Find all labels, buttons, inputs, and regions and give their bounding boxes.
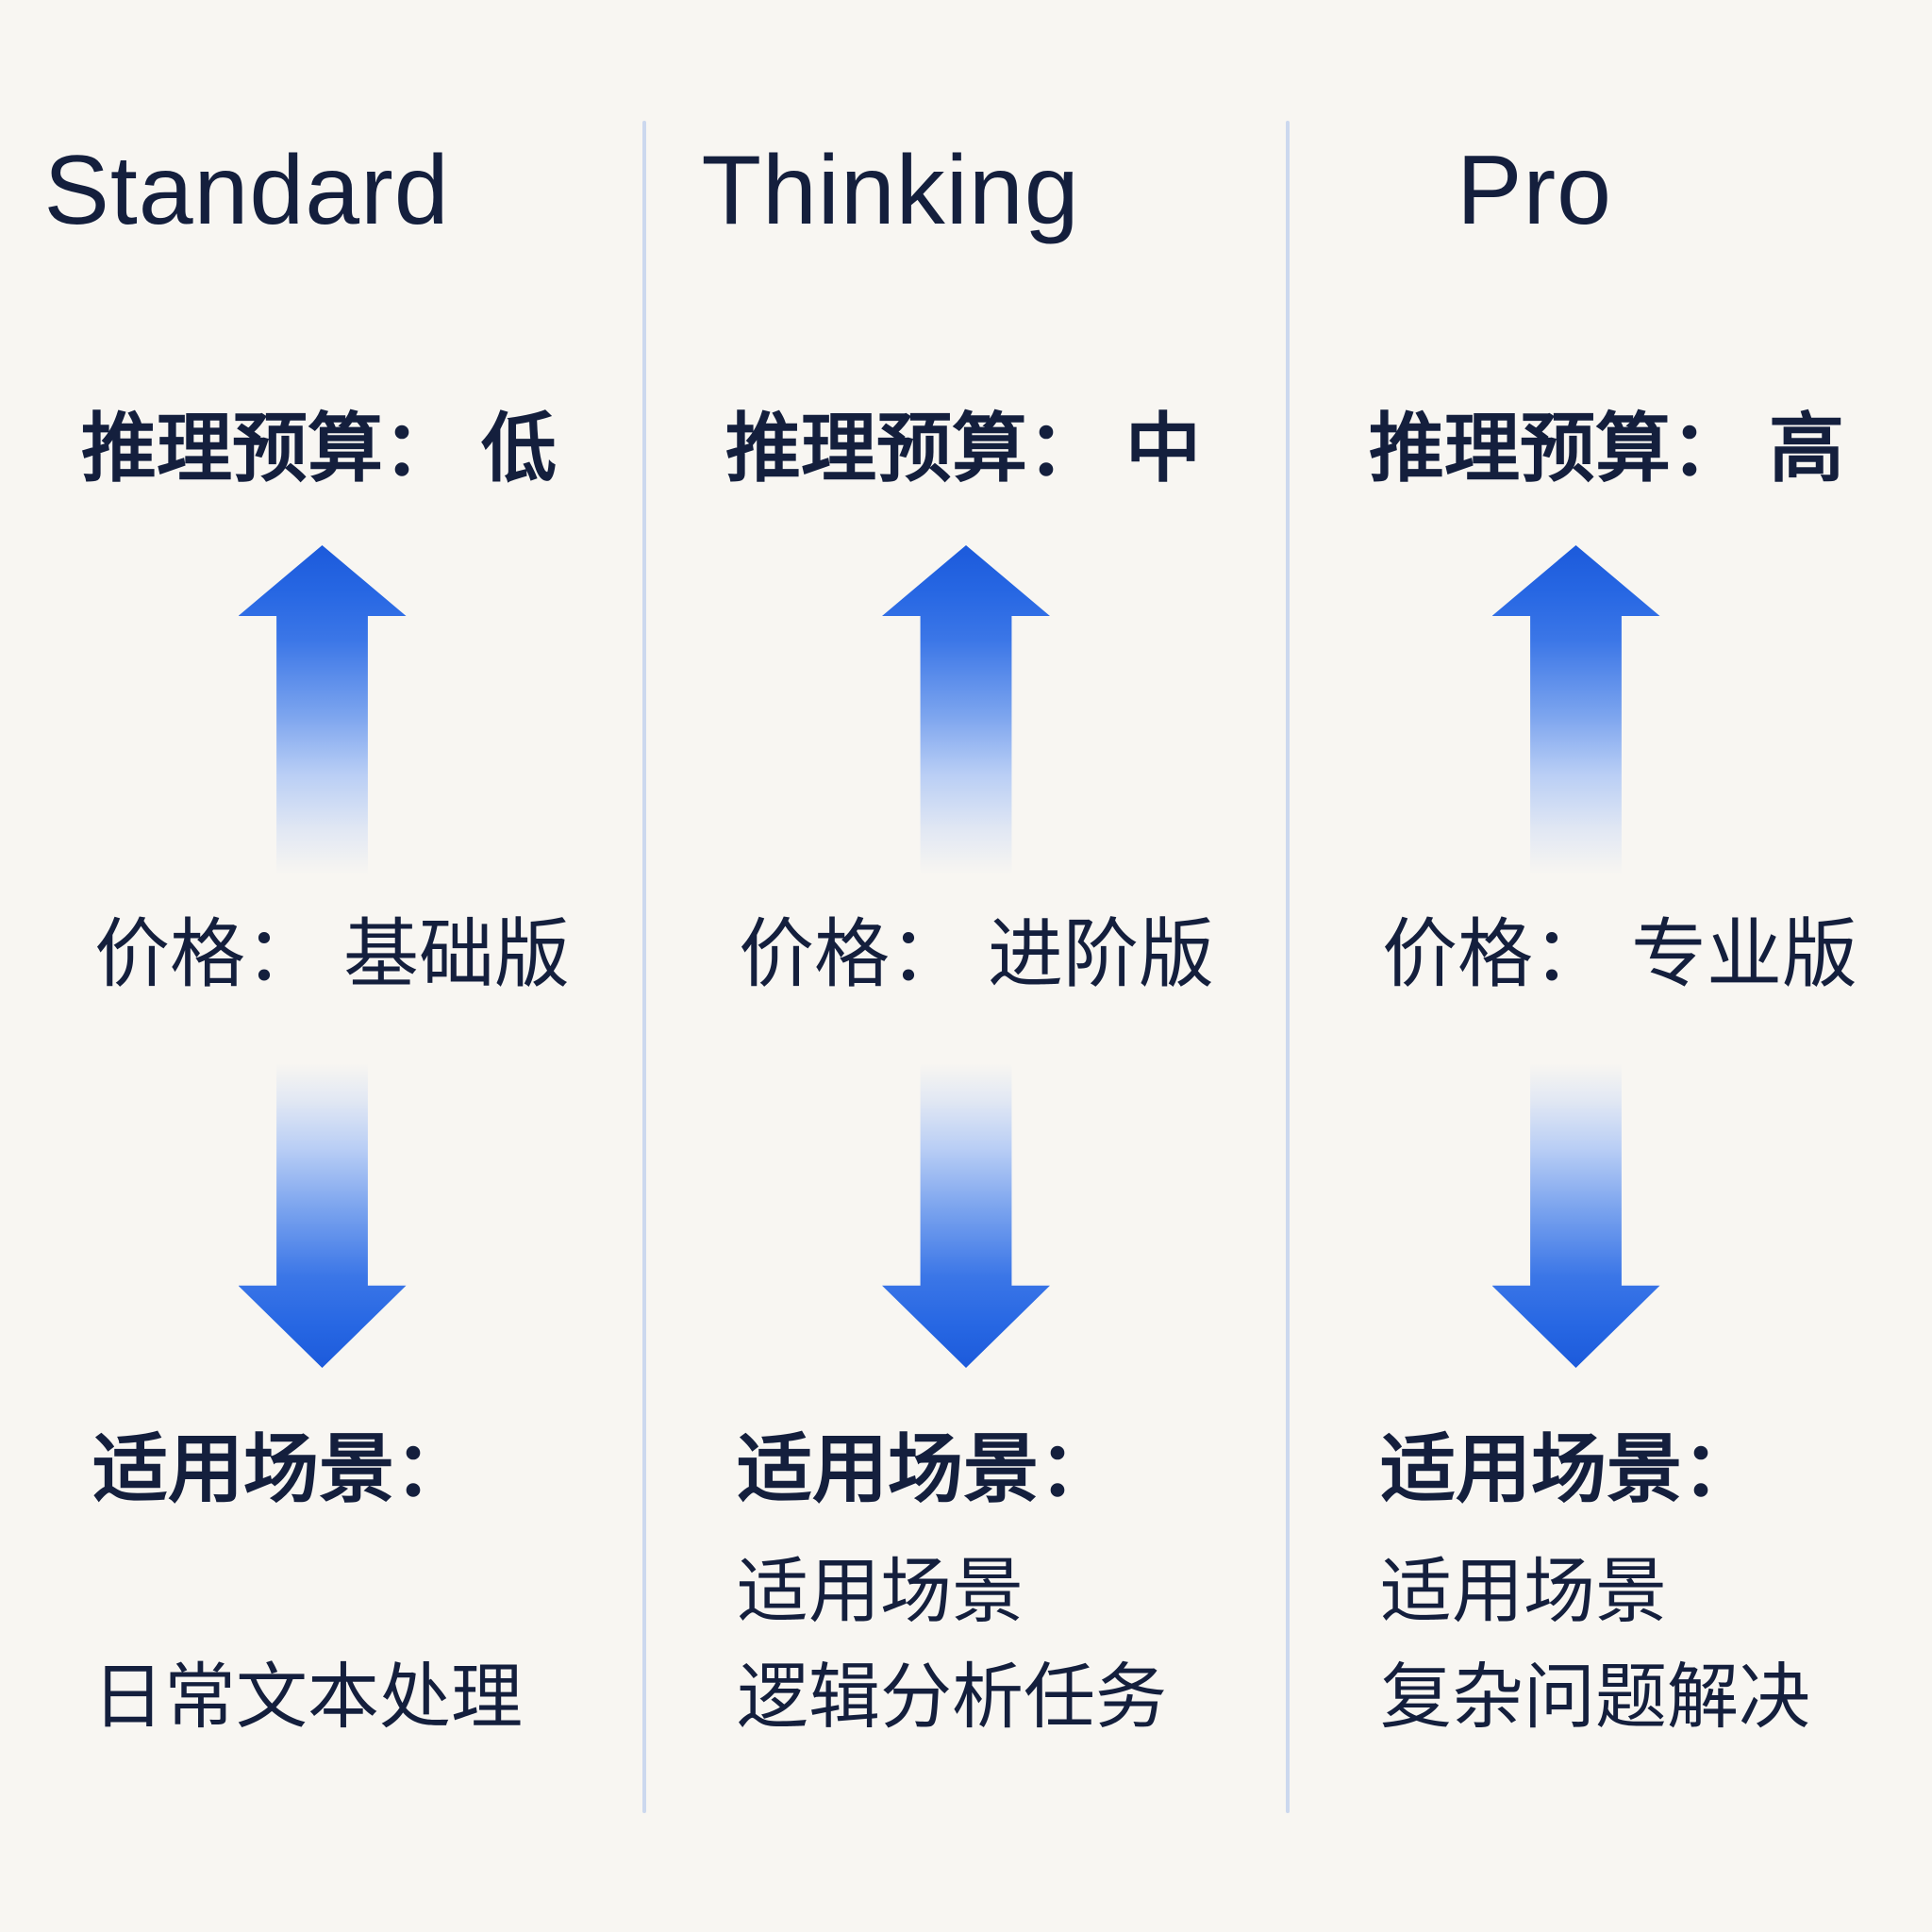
column-title: Thinking bbox=[701, 136, 1080, 245]
column-divider bbox=[1286, 121, 1290, 1813]
column-standard: Standard 推理预算： 低 价格： 基础版 适用场景： 日常文本处理 bbox=[0, 0, 644, 1932]
down-arrow-icon bbox=[882, 1063, 1050, 1368]
scenario-header: 适用场景： bbox=[737, 1427, 1114, 1511]
column-thinking: Thinking 推理预算： 中 价格： 进阶版 适用场景： 适用场景 逻辑分析任务 bbox=[644, 0, 1288, 1932]
scenario-lines: 适用场景 逻辑分析任务 bbox=[737, 1526, 1167, 1751]
price-label: 价格： bbox=[739, 912, 965, 996]
price-value: 进阶版 bbox=[988, 912, 1214, 996]
budget-line: 推理预算： 高 bbox=[1369, 404, 1844, 494]
scenario-line: 逻辑分析任务 bbox=[737, 1657, 1167, 1738]
scenario-line: 日常文本处理 bbox=[92, 1657, 523, 1738]
column-divider bbox=[642, 121, 646, 1813]
price-line: 价格： 进阶版 bbox=[739, 909, 1214, 1000]
price-line: 价格： 专业版 bbox=[1382, 909, 1857, 1000]
budget-value: 低 bbox=[481, 407, 557, 491]
price-value: 专业版 bbox=[1631, 912, 1857, 996]
budget-value: 中 bbox=[1125, 407, 1201, 491]
column-title: Standard bbox=[43, 136, 450, 245]
budget-label: 推理预算： bbox=[1369, 407, 1746, 491]
budget-label: 推理预算： bbox=[725, 407, 1103, 491]
up-arrow-icon bbox=[882, 545, 1050, 882]
scenario-header: 适用场景： bbox=[92, 1427, 470, 1511]
column-title: Pro bbox=[1457, 136, 1612, 245]
scenario-line: 适用场景 bbox=[1380, 1552, 1667, 1632]
up-arrow-icon bbox=[238, 545, 407, 882]
budget-line: 推理预算： 中 bbox=[725, 404, 1201, 494]
price-label: 价格： bbox=[1382, 912, 1608, 996]
scenario-line: 复杂问题解决 bbox=[1380, 1657, 1810, 1738]
down-arrow-icon bbox=[238, 1063, 407, 1368]
scenario-lines: 适用场景 复杂问题解决 bbox=[1380, 1526, 1810, 1751]
budget-line: 推理预算： 低 bbox=[81, 404, 557, 494]
down-arrow-icon bbox=[1491, 1063, 1660, 1368]
scenario-header: 适用场景： bbox=[1380, 1427, 1757, 1511]
column-pro: Pro 推理预算： 高 价格： 专业版 适用场景： 适用场景 复杂问题解决 bbox=[1288, 0, 1932, 1932]
budget-label: 推理预算： bbox=[81, 407, 458, 491]
up-arrow-icon bbox=[1491, 545, 1660, 882]
budget-value: 高 bbox=[1769, 407, 1844, 491]
scenario-lines: 日常文本处理 bbox=[92, 1526, 523, 1751]
price-label: 价格： bbox=[94, 912, 321, 996]
scenario-line: 适用场景 bbox=[737, 1552, 1024, 1632]
price-value: 基础版 bbox=[343, 912, 570, 996]
price-line: 价格： 基础版 bbox=[94, 909, 570, 1000]
